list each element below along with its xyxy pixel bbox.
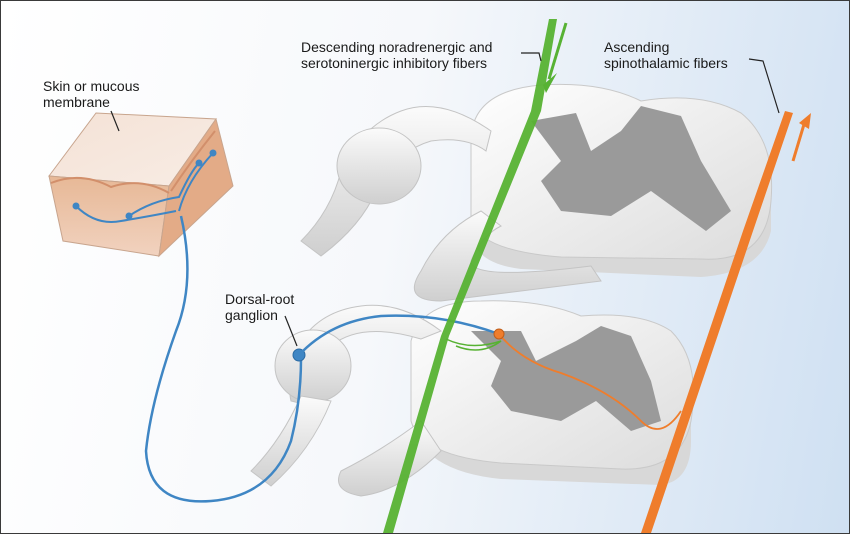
- upper-ganglion: [336, 127, 422, 205]
- ascending-fibers-label: Ascending spinothalamic fibers: [604, 39, 728, 71]
- skin-label: Skin or mucous membrane: [43, 78, 139, 110]
- descending-label-line-1: Descending noradrenergic and: [301, 39, 493, 55]
- skin-block: [48, 112, 234, 258]
- leader-lines: [110, 52, 780, 347]
- lower-spinal-segment: [410, 300, 694, 485]
- ascending-fiber: [493, 111, 811, 533]
- ganglion-label: Dorsal-root ganglion: [225, 291, 294, 323]
- dorsal-horn-synapse: [493, 328, 505, 340]
- skin-label-line-1: Skin or mucous: [43, 78, 140, 94]
- ascending-label-line-1: Ascending: [604, 39, 670, 55]
- skin-label-line-2: membrane: [43, 94, 110, 110]
- afferent-neuron: [72, 149, 500, 503]
- descending-arrow-icon: [543, 73, 557, 93]
- upper-spinal-segment: [470, 83, 773, 277]
- ascending-label-line-2: spinothalamic fibers: [604, 55, 728, 71]
- descending-label-line-2: serotoninergic inhibitory fibers: [301, 55, 487, 71]
- ganglion-label-line-2: ganglion: [225, 307, 278, 323]
- ganglion-label-line-1: Dorsal-root: [225, 291, 295, 307]
- upper-nerve-root: [300, 106, 602, 302]
- gray-matter-upper: [531, 106, 731, 231]
- ascending-arrow-icon: [799, 113, 811, 129]
- descending-fiber: [383, 19, 568, 533]
- descending-fibers-label: Descending noradrenergic and serotoniner…: [301, 39, 492, 71]
